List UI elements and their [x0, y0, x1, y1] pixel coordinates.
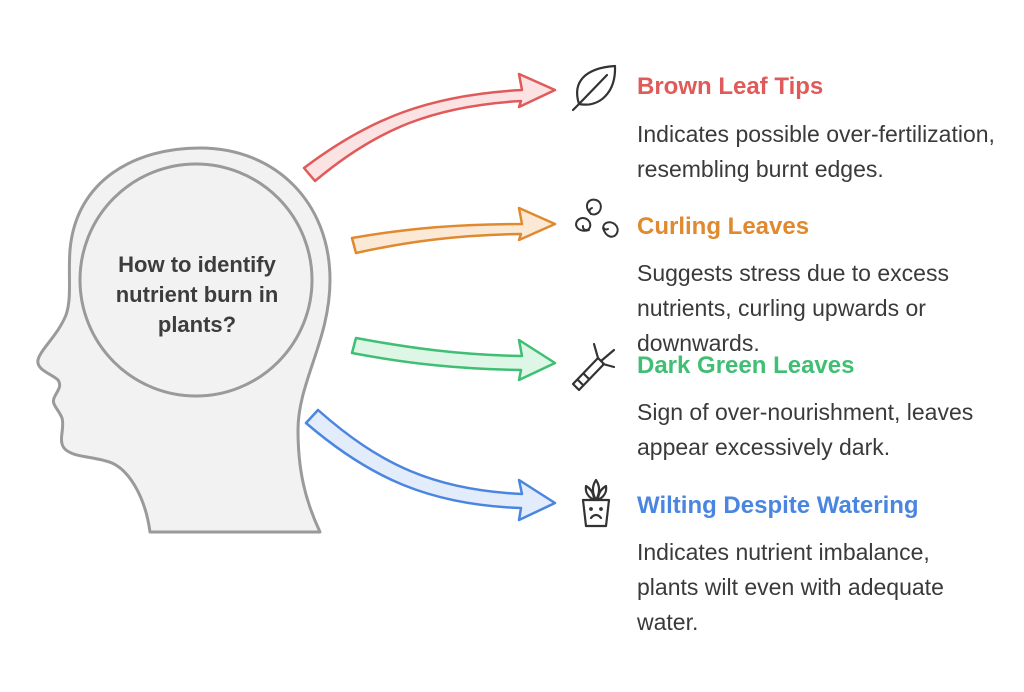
item-description-curling-leaves: Suggests stress due to excess nutrients,… [637, 260, 949, 356]
item-description-wilting-despite-watering: Indicates nutrient imbalance, plants wil… [637, 539, 944, 635]
leek-icon [571, 342, 616, 392]
item-description-dark-green-leaves: Sign of over-nourishment, leaves appear … [637, 399, 974, 460]
leaf-icon [571, 64, 617, 112]
sad-plant-icon [581, 478, 611, 528]
question-circle [78, 162, 314, 398]
arrow-dark-green-leaves [350, 336, 557, 382]
item-title-wilting-despite-watering: Wilting Despite Watering [637, 492, 919, 519]
item-description-brown-leaf-tips: Indicates possible over-fertilization, r… [637, 121, 995, 182]
item-title-brown-leaf-tips: Brown Leaf Tips [637, 73, 824, 100]
spiral-icon [575, 198, 619, 238]
item-title-dark-green-leaves: Dark Green Leaves [637, 352, 855, 379]
center-question: How to identify nutrient burn in plants? [115, 252, 279, 337]
item-title-curling-leaves: Curling Leaves [637, 213, 810, 240]
arrow-brown-leaf-tips [302, 72, 557, 183]
arrow-curling-leaves [350, 206, 557, 255]
arrow-wilting-despite-watering [304, 408, 557, 522]
